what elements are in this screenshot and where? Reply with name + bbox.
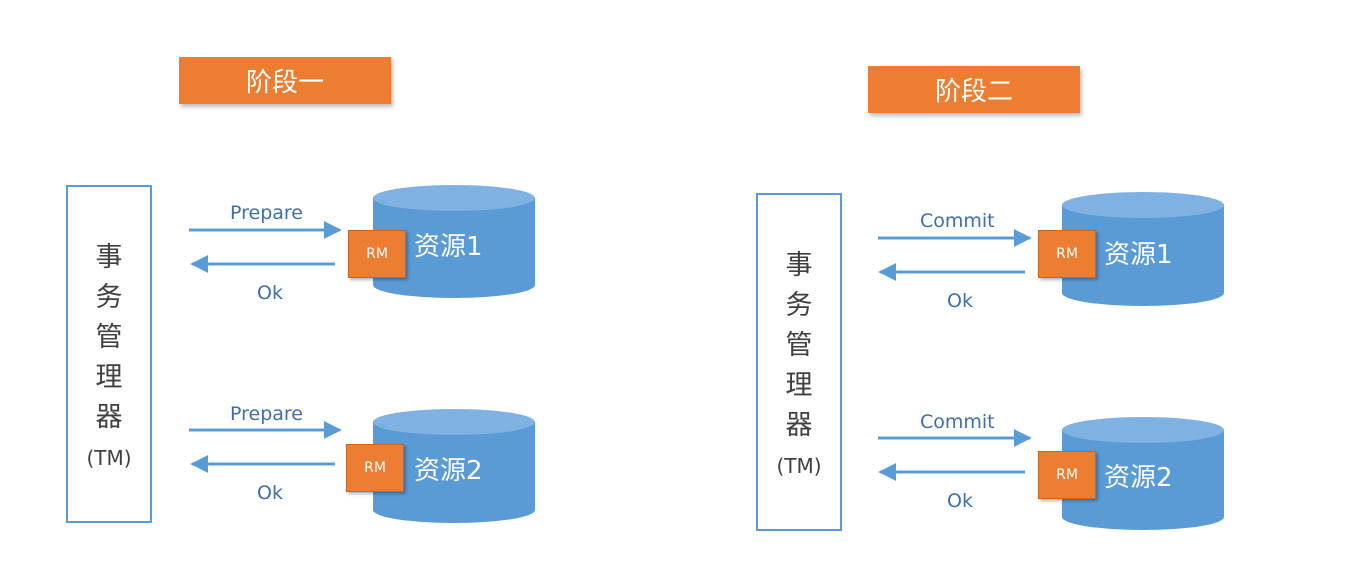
resource-2-cylinder-phase2 xyxy=(1062,417,1224,530)
tm-abbreviation: (TM) xyxy=(86,446,132,470)
resource-label: 资源2 xyxy=(1104,463,1173,493)
tm-char: 管 xyxy=(95,322,123,353)
response-label: Ok xyxy=(257,482,283,504)
transaction-manager-phase2: 事 务 管 理 器 (TM) xyxy=(756,193,842,531)
response-label: Ok xyxy=(257,282,283,304)
tm-char: 器 xyxy=(785,410,813,441)
tm-char: 务 xyxy=(95,282,123,313)
tm-char: 器 xyxy=(95,402,123,433)
resource-2-cylinder-phase1 xyxy=(373,409,535,523)
tm-char: 理 xyxy=(785,370,813,401)
resource-label: 资源1 xyxy=(414,232,483,262)
tm-char: 事 xyxy=(95,242,123,273)
resource-label: 资源2 xyxy=(414,456,483,486)
resource-label: 资源1 xyxy=(1104,240,1173,270)
resource-manager-badge: RM xyxy=(346,444,404,492)
response-label: Ok xyxy=(947,490,973,512)
tm-char: 务 xyxy=(785,290,813,321)
phase2-title: 阶段二 xyxy=(868,66,1080,113)
response-label: Ok xyxy=(947,290,973,312)
tm-char: 事 xyxy=(785,250,813,281)
request-label: Commit xyxy=(920,210,995,232)
tm-char: 理 xyxy=(95,362,123,393)
tm-abbreviation: (TM) xyxy=(776,454,822,478)
resource-manager-badge: RM xyxy=(1038,230,1096,278)
resource-1-cylinder-phase2 xyxy=(1062,192,1224,306)
request-label: Prepare xyxy=(230,202,303,224)
resource-manager-badge: RM xyxy=(348,230,406,278)
transaction-manager-phase1: 事 务 管 理 器 (TM) xyxy=(66,185,152,523)
request-label: Prepare xyxy=(230,403,303,425)
resource-1-cylinder-phase1 xyxy=(373,185,535,298)
resource-manager-badge: RM xyxy=(1038,451,1096,499)
request-label: Commit xyxy=(920,411,995,433)
phase1-title: 阶段一 xyxy=(179,57,391,104)
tm-char: 管 xyxy=(785,330,813,361)
